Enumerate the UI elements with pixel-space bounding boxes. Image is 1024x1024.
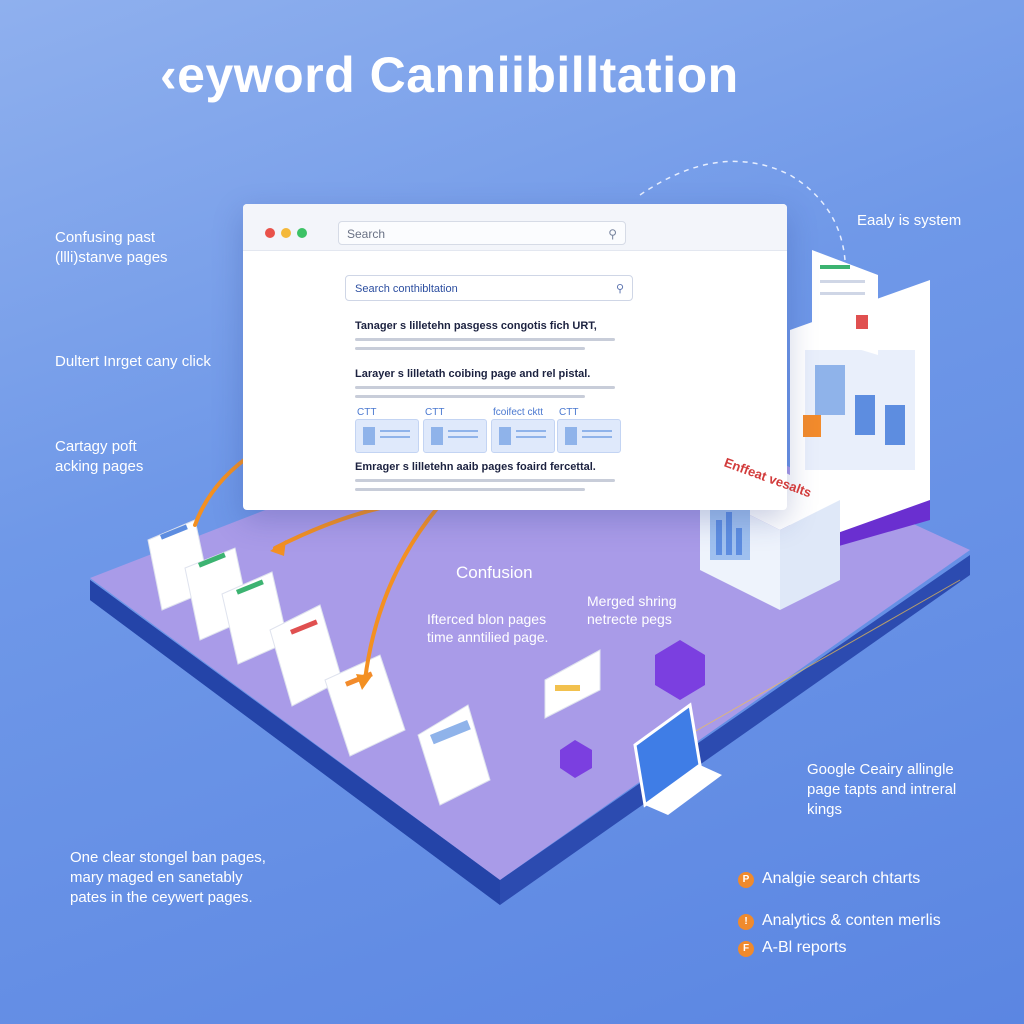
- address-placeholder: Search: [347, 227, 386, 241]
- label-line: acking pages: [55, 458, 144, 475]
- label-ranking-pages: Cartagy poft acking pages: [55, 437, 143, 477]
- label-line: page tapts and intreral: [807, 781, 957, 798]
- result-card[interactable]: [355, 419, 419, 453]
- result-snippet-line: [355, 347, 585, 350]
- legend-item-search-charts: P Analgie search chtarts: [738, 870, 920, 888]
- label-line: netrecte pegs: [587, 611, 672, 627]
- label-line: Cartagy poft: [55, 438, 137, 455]
- browser-window: Search ⚲ Search conthibltation ⚲ Tanager…: [243, 204, 787, 510]
- result-title[interactable]: Tanager s lilletehn pasgess congotis fic…: [355, 320, 597, 332]
- label-line: (llli)stanve pages: [55, 249, 168, 266]
- label-easy-system: Eaaly is system: [857, 212, 962, 229]
- merged-pages-label: Ifterced blon pages time anntilied page.: [427, 610, 548, 646]
- label-line: Confusing past: [55, 229, 156, 246]
- label-line: Ifterced blon pages: [427, 611, 547, 627]
- minimize-dot-icon[interactable]: [281, 228, 291, 238]
- search-chart-icon: P: [738, 872, 754, 888]
- close-dot-icon[interactable]: [265, 228, 275, 238]
- card-label: CTT: [425, 407, 445, 418]
- label-confusing-pages: Confusing past (llli)stanve pages: [55, 228, 168, 268]
- legend-label: Analytics & conten merlis: [762, 912, 941, 929]
- label-line: One clear stongel ban pages,: [70, 849, 266, 866]
- analytics-icon: !: [738, 914, 754, 930]
- label-line: time anntilied page.: [427, 629, 549, 645]
- address-bar[interactable]: Search ⚲: [338, 221, 626, 245]
- browser-toolbar: Search ⚲: [243, 204, 787, 251]
- search-input[interactable]: Search conthibltation ⚲: [345, 275, 633, 301]
- confusion-label: Confusion: [456, 563, 533, 582]
- maximize-dot-icon[interactable]: [297, 228, 307, 238]
- search-input-value: Search conthibltation: [355, 283, 458, 295]
- label-line: kings: [807, 801, 843, 818]
- search-icon[interactable]: ⚲: [615, 283, 624, 295]
- label-one-clear-page: One clear stongel ban pages, mary maged …: [70, 848, 266, 908]
- legend-label: A-Bl reports: [762, 939, 847, 956]
- label-google: Google Ceairy allingle page tapts and in…: [807, 760, 956, 820]
- label-line: Google Ceairy allingle: [807, 761, 954, 778]
- result-card[interactable]: [491, 419, 555, 453]
- label-target-click: Dultert Inrget cany click: [55, 352, 211, 372]
- page-title: ‹eyword Canniibilltation: [160, 47, 739, 103]
- card-label: fcoifect cktt: [493, 407, 544, 418]
- search-icon[interactable]: ⚲: [608, 227, 617, 241]
- legend-item-reports: F A-Bl reports: [738, 939, 846, 957]
- result-title[interactable]: Larayer s lilletath coibing page and rel…: [355, 368, 591, 380]
- result-snippet-line: [355, 479, 615, 482]
- merged-sharing-label: Merged shring netrecte pegs: [587, 592, 677, 628]
- result-snippet-line: [355, 488, 585, 491]
- label-line: Merged shring: [587, 593, 677, 609]
- report-icon: F: [738, 941, 754, 957]
- result-title[interactable]: Emrager s lilletehn aaib pages foaird fe…: [355, 461, 596, 473]
- result-card[interactable]: [557, 419, 621, 453]
- result-snippet-line: [355, 395, 585, 398]
- label-line: mary maged en sanetably: [70, 869, 243, 886]
- result-card[interactable]: [423, 419, 487, 453]
- legend-item-analytics: ! Analytics & conten merlis: [738, 912, 941, 930]
- legend-label: Analgie search chtarts: [762, 870, 921, 887]
- result-snippet-line: [355, 338, 615, 341]
- card-label: CTT: [357, 407, 377, 418]
- result-snippet-line: [355, 386, 615, 389]
- label-line: Dultert Inrget cany click: [55, 353, 211, 370]
- label-line: pates in the ceywert pages.: [70, 889, 253, 906]
- card-label: CTT: [559, 407, 579, 418]
